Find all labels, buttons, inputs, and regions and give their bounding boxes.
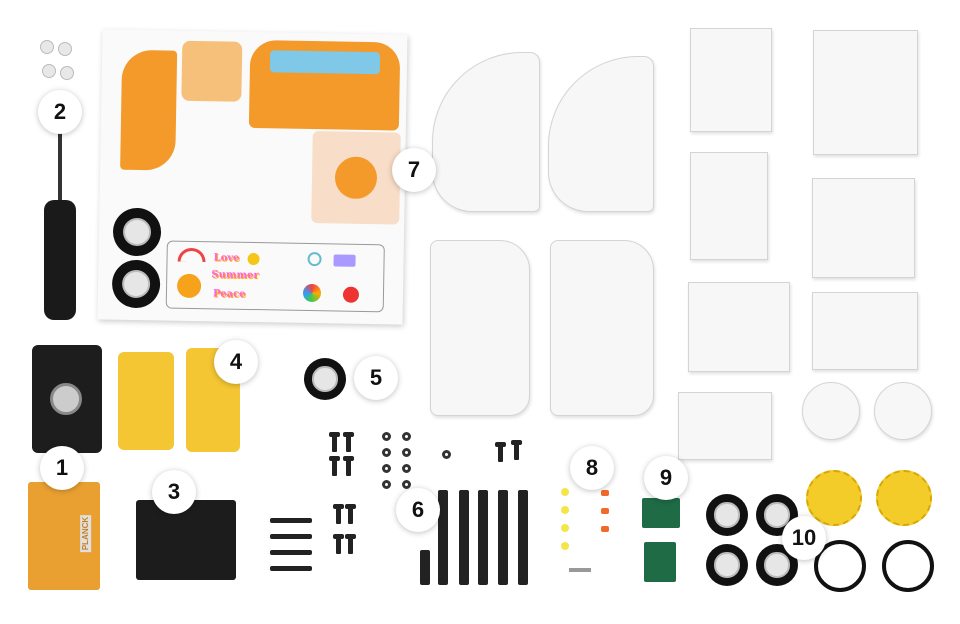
sticker-peace: Peace bbox=[212, 288, 246, 300]
label-2: 2 bbox=[38, 90, 82, 134]
wheel-sticker bbox=[112, 207, 162, 257]
acrylic-plate bbox=[548, 56, 654, 212]
rainbow-icon bbox=[177, 247, 206, 263]
battery-holder bbox=[136, 500, 236, 580]
wheel-sticker bbox=[111, 259, 161, 309]
panel-sticker bbox=[181, 40, 243, 102]
wheel bbox=[706, 494, 748, 536]
label-1: 1 bbox=[40, 446, 84, 490]
yellow-gear-wheel bbox=[806, 470, 862, 526]
logo-sticker bbox=[311, 131, 401, 225]
acrylic-panel bbox=[690, 152, 768, 260]
acrylic-disc bbox=[802, 382, 860, 440]
leds bbox=[555, 488, 615, 578]
peace-icon bbox=[302, 283, 322, 303]
screws-and-nuts bbox=[270, 428, 540, 578]
label-9: 9 bbox=[644, 456, 688, 500]
caster-wheel bbox=[304, 358, 346, 400]
wheel bbox=[756, 494, 798, 536]
cassette-icon bbox=[333, 254, 356, 267]
peace-icon bbox=[307, 251, 322, 267]
motor bbox=[118, 352, 174, 450]
acrylic-panel bbox=[688, 282, 790, 372]
logo-icon bbox=[334, 156, 378, 200]
rubber-tire bbox=[882, 540, 934, 592]
wing-sticker bbox=[120, 49, 178, 171]
label-7: 7 bbox=[392, 148, 436, 192]
magnets bbox=[40, 40, 76, 86]
screwdriver-handle bbox=[44, 200, 76, 320]
rubber-tire bbox=[814, 540, 866, 592]
acrylic-panel bbox=[812, 292, 918, 370]
flower-icon bbox=[342, 286, 360, 303]
acrylic-panel bbox=[812, 178, 915, 278]
label-6: 6 bbox=[396, 488, 440, 532]
screwdriver-shaft bbox=[58, 128, 62, 206]
standoff bbox=[478, 490, 488, 585]
acrylic-plate bbox=[550, 240, 654, 416]
controller-board bbox=[32, 345, 102, 453]
module bbox=[642, 498, 680, 528]
label-5: 5 bbox=[354, 356, 398, 400]
board-label: PLANCK bbox=[79, 514, 91, 553]
wheel bbox=[706, 544, 748, 586]
standoff bbox=[518, 490, 528, 585]
standoff bbox=[498, 490, 508, 585]
sticker-love: Love bbox=[213, 252, 240, 264]
label-10: 10 bbox=[782, 516, 826, 560]
sticker-sheet: Love Summer Peace bbox=[97, 29, 408, 325]
label-4: 4 bbox=[214, 340, 258, 384]
sticker-summer: Summer bbox=[211, 269, 259, 282]
standoff bbox=[438, 490, 448, 585]
acrylic-plate bbox=[430, 240, 530, 416]
module bbox=[644, 542, 676, 582]
acrylic-panel bbox=[678, 392, 772, 460]
acrylic-panel bbox=[690, 28, 772, 132]
sun-icon bbox=[176, 273, 202, 299]
standoff bbox=[420, 550, 430, 585]
acrylic-plate bbox=[432, 52, 540, 212]
flower-icon bbox=[247, 252, 260, 266]
planck-board: PLANCK bbox=[28, 482, 100, 590]
label-3: 3 bbox=[152, 470, 196, 514]
standoff bbox=[459, 490, 469, 585]
sticker-box: Love Summer Peace bbox=[165, 240, 385, 313]
label-8: 8 bbox=[570, 446, 614, 490]
acrylic-panel bbox=[813, 30, 918, 155]
bus-windows bbox=[269, 50, 381, 75]
acrylic-disc bbox=[874, 382, 932, 440]
yellow-gear-wheel bbox=[876, 470, 932, 526]
